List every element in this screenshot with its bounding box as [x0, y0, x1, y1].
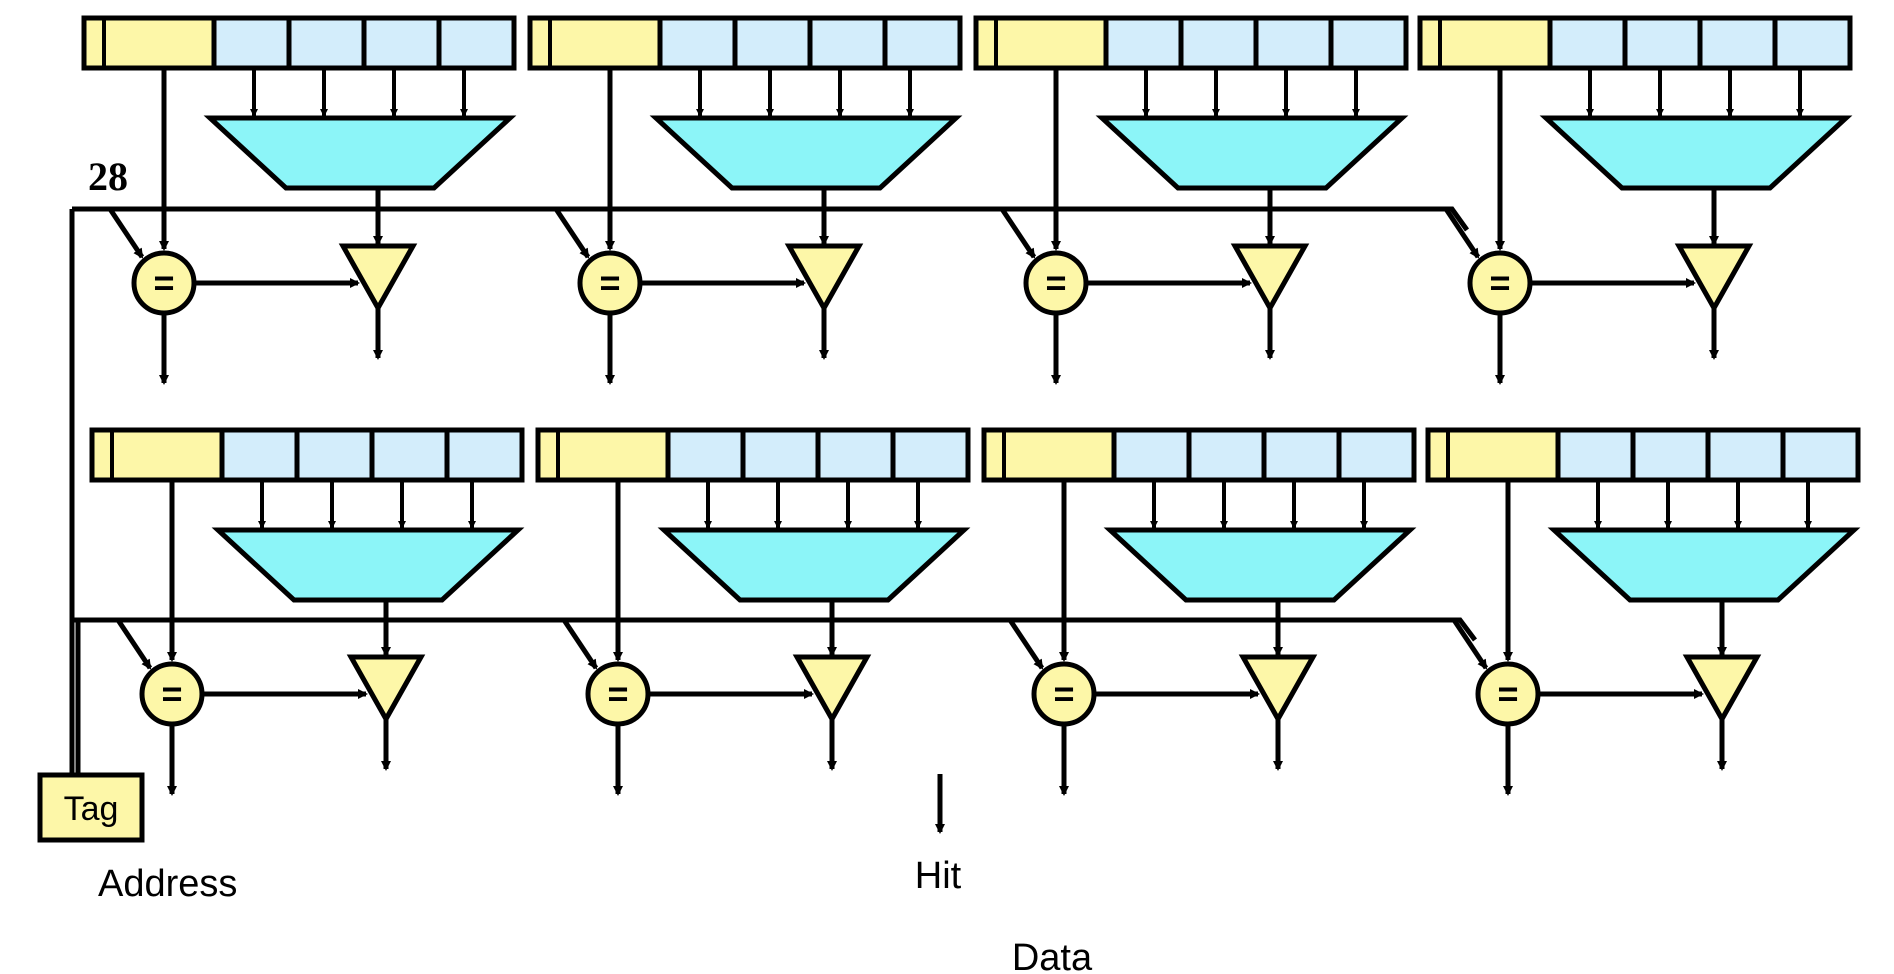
bus-to-comparator-arrow [115, 618, 153, 670]
data-word [1772, 15, 1853, 71]
bus-to-comparator-arrow [1007, 618, 1045, 670]
comparator-symbol: = [1045, 262, 1066, 303]
tag-bus-row2 [72, 617, 1477, 642]
data-word [1103, 15, 1184, 71]
data-word [1261, 427, 1342, 483]
comparator-symbol: = [153, 262, 174, 303]
bus-to-comparator-arrow [1451, 618, 1489, 670]
tristate-buffer [792, 654, 872, 725]
tag-bus [69, 206, 1477, 780]
cache-way: = [535, 427, 971, 796]
data-word [1328, 15, 1409, 71]
data-word [1697, 15, 1778, 71]
bus-to-comparator-arrow [107, 207, 145, 259]
data-word [1253, 15, 1334, 71]
bus-to-comparator-arrow [1443, 207, 1481, 259]
data-word [219, 427, 300, 483]
word-mux [1103, 527, 1417, 603]
comparator-symbol: = [599, 262, 620, 303]
data-word [211, 15, 292, 71]
data-word [1630, 427, 1711, 483]
data-word [1705, 427, 1786, 483]
word-mux [657, 527, 971, 603]
data-word [1780, 427, 1861, 483]
hit-label: Hit [915, 855, 962, 897]
data-word [665, 427, 746, 483]
comparator-symbol: = [1489, 262, 1510, 303]
tristate-buffer [1238, 654, 1318, 725]
data-word [815, 427, 896, 483]
data-word [1178, 15, 1259, 71]
word-mux [649, 115, 963, 191]
data-word [444, 427, 525, 483]
word-mux [203, 115, 517, 191]
tristate-buffer [1674, 243, 1754, 314]
comparator-symbol: = [161, 673, 182, 714]
data-word [1111, 427, 1192, 483]
data-word [436, 15, 517, 71]
data-label: Data [1012, 937, 1093, 974]
address-label: Address [98, 863, 237, 905]
data-word [807, 15, 888, 71]
data-word [732, 15, 813, 71]
data-word [1547, 15, 1628, 71]
data-word [1555, 427, 1636, 483]
tristate-buffer [1682, 654, 1762, 725]
data-word [890, 427, 971, 483]
cache-ways: = = = = = = = = [81, 15, 1861, 796]
data-word [1622, 15, 1703, 71]
bus-to-comparator-arrow [999, 207, 1037, 259]
tristate-buffer [1230, 243, 1310, 314]
data-word [657, 15, 738, 71]
data-word [286, 15, 367, 71]
tag-box-rect [37, 772, 145, 843]
tag-bus-row1 [69, 206, 1470, 780]
cache-way: = [89, 427, 525, 796]
tristate-buffer [784, 243, 864, 314]
word-mux [1095, 115, 1409, 191]
word-mux [1547, 527, 1861, 603]
comparator-symbol: = [607, 673, 628, 714]
cache-way: = [81, 15, 517, 385]
bus-to-comparator-arrow [561, 618, 599, 670]
tristate-buffer [346, 654, 426, 725]
cache-way: = [1425, 427, 1861, 796]
data-word [1186, 427, 1267, 483]
data-word [740, 427, 821, 483]
tag-label: Tag [64, 790, 119, 828]
cache-way: = [1417, 15, 1853, 385]
cache-way: = [527, 15, 963, 385]
tag-box: Tag [37, 772, 145, 843]
data-word [369, 427, 450, 483]
bit-width-label: 28 [88, 154, 128, 199]
data-word [1336, 427, 1417, 483]
word-mux [211, 527, 525, 603]
cache-way: = [973, 15, 1409, 385]
cache-way: = [981, 427, 1417, 796]
comparator-symbol: = [1497, 673, 1518, 714]
word-mux [1539, 115, 1853, 191]
data-word [294, 427, 375, 483]
data-word [882, 15, 963, 71]
bus-to-comparator-arrow [553, 207, 591, 259]
data-word [361, 15, 442, 71]
tristate-buffer [338, 243, 418, 314]
comparator-symbol: = [1053, 673, 1074, 714]
